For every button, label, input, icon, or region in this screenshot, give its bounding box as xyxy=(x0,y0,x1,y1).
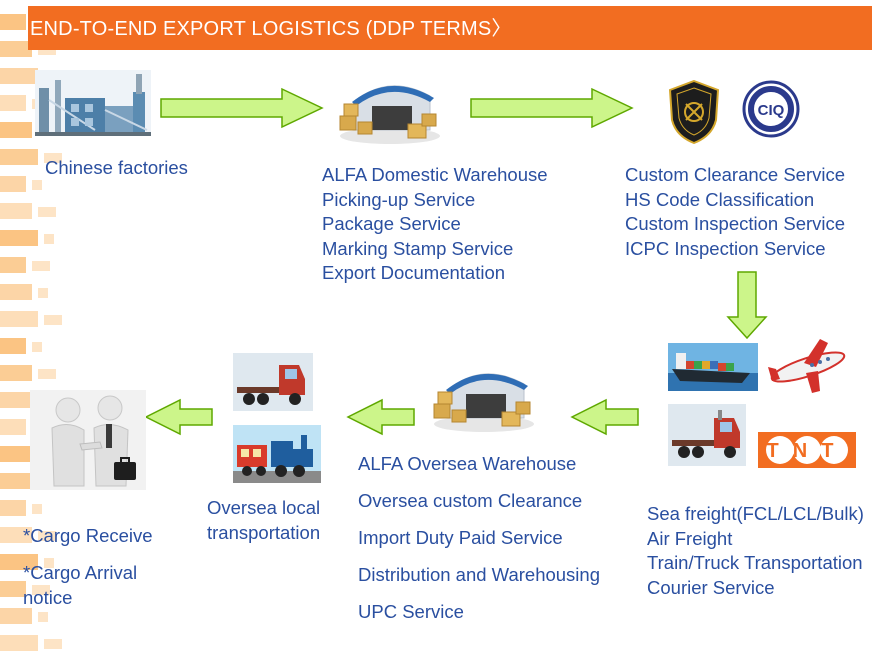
banner-title: END-TO-END EXPORT LOGISTICS (DDP TERMS〉 xyxy=(30,18,512,40)
label-line: Oversea local xyxy=(207,497,321,518)
stripe-block xyxy=(0,392,38,408)
stripe-block xyxy=(0,230,38,246)
stripe-block xyxy=(32,585,50,595)
china-customs-badge-icon xyxy=(668,80,720,144)
stripe-block xyxy=(0,554,38,570)
service-line: ALFA Domestic Warehouse xyxy=(322,164,548,185)
cargo-arrival-notice-label: *Cargo Arrival notice xyxy=(23,561,137,610)
airplane-icon xyxy=(766,333,850,397)
stripe-block xyxy=(0,257,26,273)
stripe-block xyxy=(0,581,26,597)
stripe-blocks xyxy=(0,14,62,651)
service-line: Oversea custom Clearance xyxy=(358,490,583,511)
stripe-block xyxy=(38,369,56,379)
stripe-block xyxy=(0,14,26,30)
stripe-block xyxy=(0,176,26,192)
stripe-block xyxy=(0,500,26,516)
local-transport-label: Oversea local transportation xyxy=(207,496,320,545)
stripe-block xyxy=(32,504,42,514)
service-line: Air Freight xyxy=(647,527,733,549)
service-line: Sea freight(FCL/LCL/Bulk) xyxy=(647,503,864,524)
oversea-warehouse-services: ALFA Oversea Warehouse Oversea custom Cl… xyxy=(358,452,600,637)
stripe-block xyxy=(44,315,62,325)
stripe-block xyxy=(0,608,32,624)
stripe-block xyxy=(38,612,48,622)
stripe-block xyxy=(0,446,32,462)
ciq-logo-text: CIQ xyxy=(758,102,785,119)
arrow-customs-to-freight xyxy=(726,271,768,340)
tnt-logo-text: TNT xyxy=(767,440,848,462)
stripe-block xyxy=(44,234,54,244)
arrow-warehouse-to-customs xyxy=(470,87,634,129)
stripe-block xyxy=(44,153,62,163)
service-line: ALFA Oversea Warehouse xyxy=(358,453,577,474)
oversea-warehouse-icon xyxy=(428,360,536,434)
stripe-block xyxy=(0,338,26,354)
tnt-logo-icon: TNT xyxy=(758,432,856,468)
arrow-factory-to-warehouse xyxy=(160,87,324,129)
stripe-block xyxy=(32,180,42,190)
service-line: Package Service xyxy=(322,213,461,235)
service-line: HS Code Classification xyxy=(625,188,815,210)
service-line: ICPC Inspection Service xyxy=(625,237,826,259)
title-banner: END-TO-END EXPORT LOGISTICS (DDP TERMS〉 xyxy=(28,6,872,50)
stripe-block xyxy=(0,41,32,57)
factory-icon xyxy=(35,70,151,136)
handshake-icon xyxy=(30,390,146,490)
stripe-block xyxy=(44,558,54,568)
stripe-block xyxy=(0,203,32,219)
arrow-oversea-warehouse-to-local-transport xyxy=(346,398,415,436)
service-line: Import Duty Paid Service xyxy=(358,527,563,548)
cargo-ship-icon xyxy=(668,343,758,391)
stripe-block xyxy=(38,288,48,298)
ciq-logo-icon: CIQ xyxy=(742,80,800,138)
freight-services: Sea freight(FCL/LCL/Bulk) Air Freight Tr… xyxy=(647,502,864,600)
customs-services: Custom Clearance Service HS Code Classif… xyxy=(625,163,845,261)
label-line: transportation xyxy=(207,521,321,543)
stripe-block xyxy=(0,311,38,327)
stripe-block xyxy=(44,639,62,649)
stripe-block xyxy=(0,95,26,111)
train-icon xyxy=(233,425,321,483)
stripe-block xyxy=(32,342,42,352)
service-line: UPC Service xyxy=(358,601,464,622)
label-line: notice xyxy=(23,586,73,608)
stripe-block xyxy=(0,473,38,489)
stripe-block xyxy=(38,531,56,541)
stripe-block xyxy=(0,419,26,435)
service-line: Custom Inspection Service xyxy=(625,213,846,235)
stripe-block xyxy=(38,207,56,217)
truck-icon xyxy=(668,404,746,466)
local-truck-icon xyxy=(233,353,313,411)
cargo-receive-label: *Cargo Receive xyxy=(23,525,153,546)
stripe-block xyxy=(32,261,50,271)
stripe-block xyxy=(0,284,32,300)
label-line: *Cargo Arrival xyxy=(23,562,138,583)
stripe-block xyxy=(0,68,38,84)
service-line: Marking Stamp Service xyxy=(322,237,514,259)
stripe-block xyxy=(0,149,38,165)
stripe-block xyxy=(0,122,32,138)
stripe-block xyxy=(0,635,38,651)
arrow-local-transport-to-receiver xyxy=(144,398,213,436)
domestic-warehouse-services: ALFA Domestic Warehouse Picking-up Servi… xyxy=(322,163,548,286)
factory-label: Chinese factories xyxy=(45,157,188,178)
stripe-block xyxy=(0,365,32,381)
stripe-block xyxy=(38,45,56,55)
arrow-freight-to-oversea-warehouse xyxy=(570,398,639,436)
service-line: Picking-up Service xyxy=(322,188,476,210)
domestic-warehouse-icon xyxy=(334,72,442,146)
stripe-block xyxy=(0,527,32,543)
service-line: Distribution and Warehousing xyxy=(358,564,600,585)
service-line: Custom Clearance Service xyxy=(625,164,846,185)
service-line: Train/Truck Transportation xyxy=(647,552,863,574)
service-line: Courier Service xyxy=(647,576,775,598)
service-line: Export Documentation xyxy=(322,262,506,284)
